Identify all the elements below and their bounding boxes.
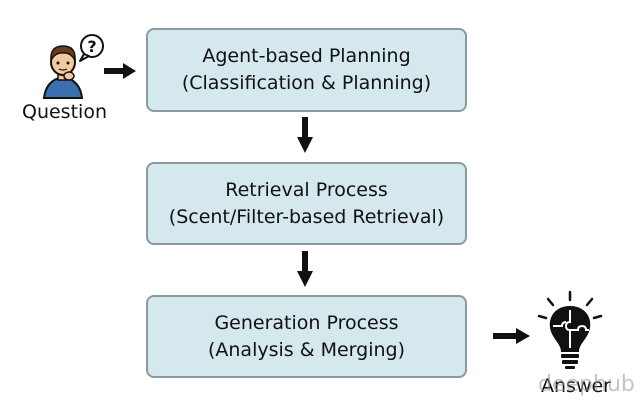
step-title: Agent-based Planning [202, 45, 411, 67]
person-question-icon: ? [42, 34, 104, 99]
step-subtitle: (Classification & Planning) [181, 72, 432, 94]
step-subtitle: (Analysis & Merging) [207, 338, 405, 361]
arrow-input [104, 63, 136, 79]
arrow-output [493, 328, 530, 344]
watermark: deephub [538, 372, 635, 397]
step-box-generation: Generation Process (Analysis & Merging) [146, 295, 467, 378]
arrow-step-2-to-3 [297, 251, 313, 287]
lightbulb-puzzle-icon [537, 290, 603, 369]
answer-label: Answer [541, 375, 611, 397]
step-title: Generation Process [214, 311, 399, 334]
step-box-retrieval: Retrieval Process (Scent/Filter-based Re… [146, 162, 467, 245]
step-subtitle: (Scent/Filter-based Retrieval) [168, 205, 445, 228]
step-title: Retrieval Process [225, 178, 388, 201]
step-box-planning: Agent-based Planning (Classification & P… [146, 28, 467, 112]
question-label: Question [22, 101, 107, 123]
arrow-step-1-to-2 [297, 117, 313, 153]
question-mark: ? [87, 37, 96, 56]
